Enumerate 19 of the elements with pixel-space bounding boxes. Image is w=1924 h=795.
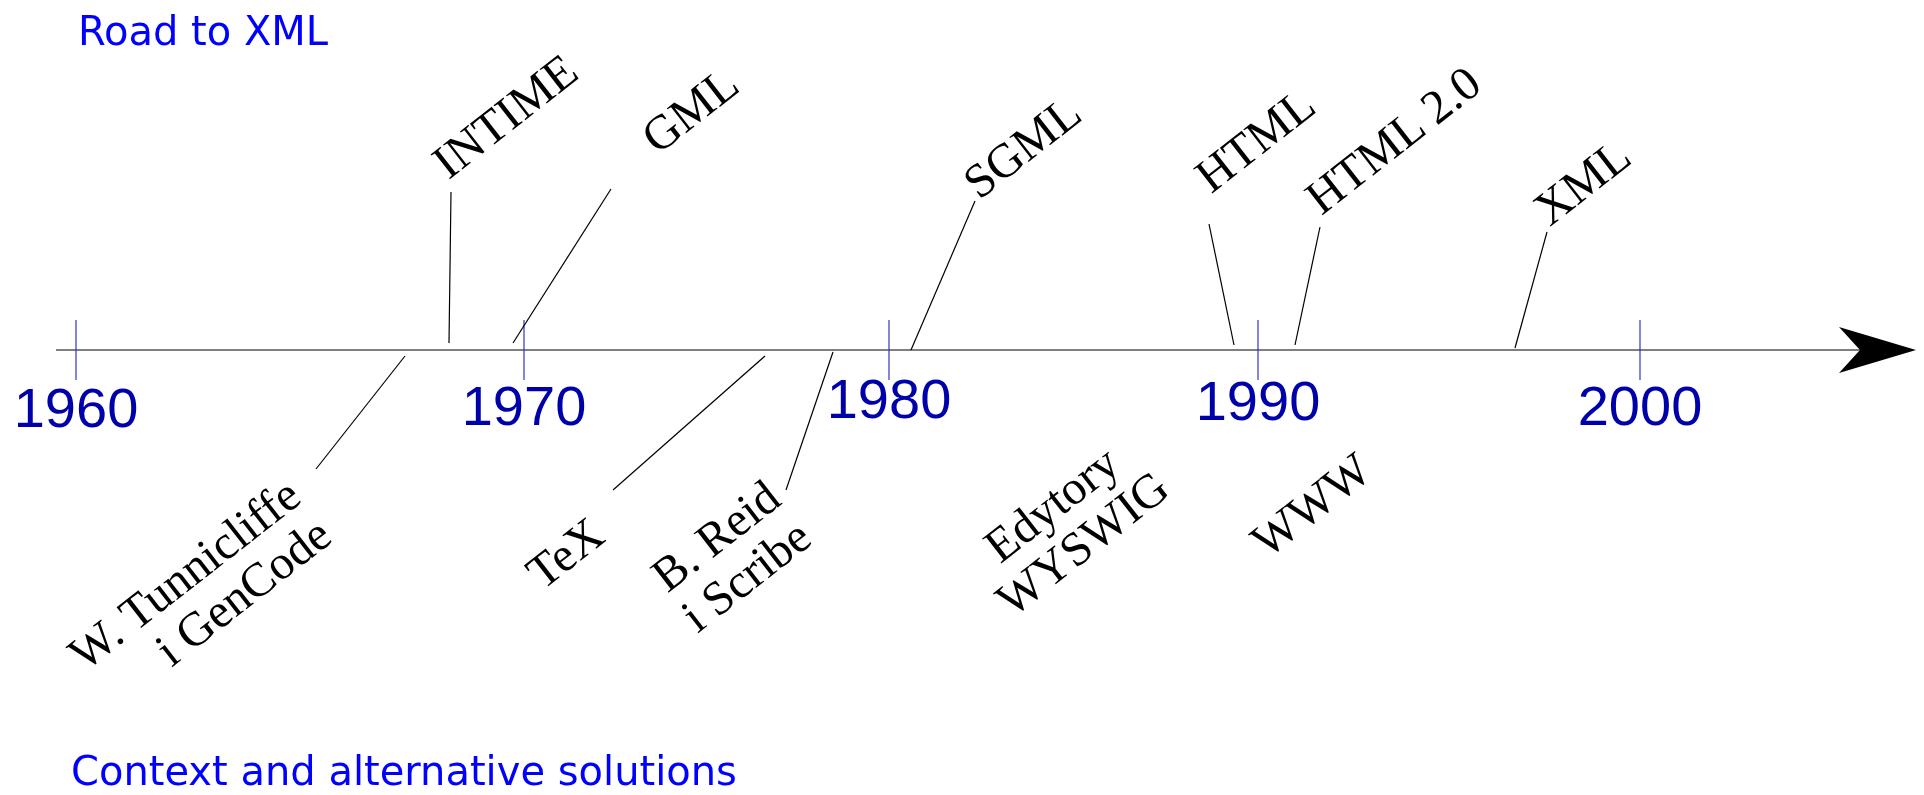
timeline-entry: XML [1524,129,1640,235]
leader-line [315,355,406,470]
leader-line [910,200,976,351]
leader-line [612,355,766,491]
year-label: 2000 [1577,372,1703,438]
year-label: 1970 [461,372,587,438]
leader-line [1514,231,1548,349]
timeline-entry: GML [632,57,748,163]
year-label: 1990 [1195,367,1321,433]
section-heading: Road to XML [78,8,329,54]
leader-line [1294,226,1321,346]
timeline-entry: TeX [517,507,613,599]
leader-line [785,351,834,491]
section-heading: Context and alternative solutions [71,748,737,794]
leader-line [512,188,612,344]
year-label: 1980 [826,365,952,431]
leader-line [448,191,452,344]
year-label: 1960 [13,374,139,440]
leader-line [1208,223,1235,346]
